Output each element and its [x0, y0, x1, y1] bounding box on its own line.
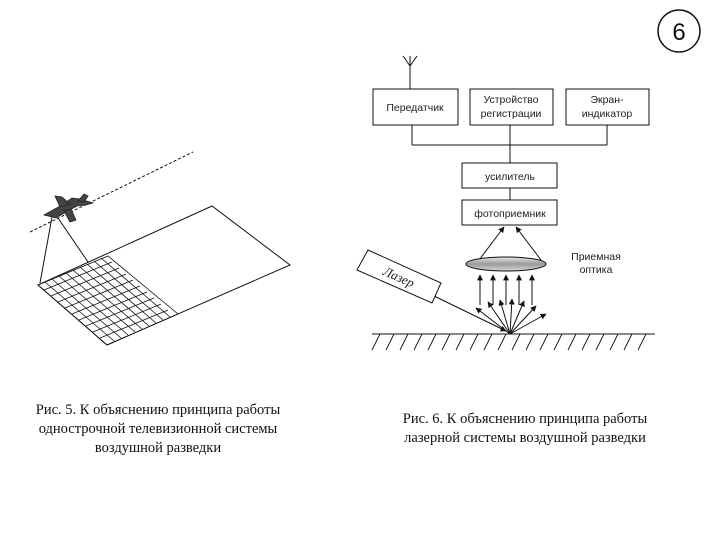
figure-6-diagram [356, 55, 655, 351]
figure-5-caption-line2: однострочной телевизионной системы [38, 421, 278, 437]
ground-hatching [371, 333, 647, 351]
optics-label-line1: Приемная [571, 251, 621, 263]
laser-beam [431, 294, 507, 332]
laser-device [356, 249, 442, 304]
figure-5-caption: Рис. 5. К объяснению принципа работы одн… [8, 401, 308, 458]
scan-ray-left [39, 216, 53, 284]
ground-swath [37, 205, 291, 346]
transmitter-label: Передатчик [386, 102, 444, 114]
optics-label-line2: оптика [580, 264, 613, 276]
figure-6-caption-line1: Рис. 6. К объяснению принципа работы [402, 411, 648, 427]
figure-6-caption: Рис. 6. К объяснению принципа работы лаз… [370, 410, 680, 448]
aircraft-icon [42, 193, 95, 223]
figure-6-caption-line2: лазерной системы воздушной разведки [404, 430, 646, 446]
page-number: 6 [672, 19, 685, 46]
scanned-strip-hatching [37, 255, 179, 346]
page-number-badge: 6 [657, 9, 701, 53]
amplifier-label: усилитель [485, 171, 536, 183]
figure-6-labels: Передатчик Устройство регистрации Экран-… [380, 94, 632, 291]
flight-path [29, 151, 194, 233]
transmitter-box [372, 88, 459, 126]
screen-label-line2: индикатор [582, 108, 633, 120]
antenna-icon [402, 55, 418, 89]
figure-5-caption-line3: воздушной разведки [94, 440, 222, 456]
photodetector-label: фотоприемник [474, 208, 546, 220]
reflected-rays [477, 274, 535, 305]
figure-5-caption-line1: Рис. 5. К объяснению принципа работы [35, 402, 281, 418]
recorder-label-line1: Устройство [484, 94, 539, 106]
scattered-rays-fan [475, 298, 547, 335]
scan-ray-right [57, 217, 89, 263]
recorder-label-line2: регистрации [481, 108, 542, 120]
recorder-box [469, 88, 554, 126]
screen-label-line1: Экран- [590, 94, 624, 106]
photodetector-box [461, 199, 558, 226]
figure-5-diagram [29, 151, 291, 346]
receiving-optics-lens [465, 256, 547, 272]
